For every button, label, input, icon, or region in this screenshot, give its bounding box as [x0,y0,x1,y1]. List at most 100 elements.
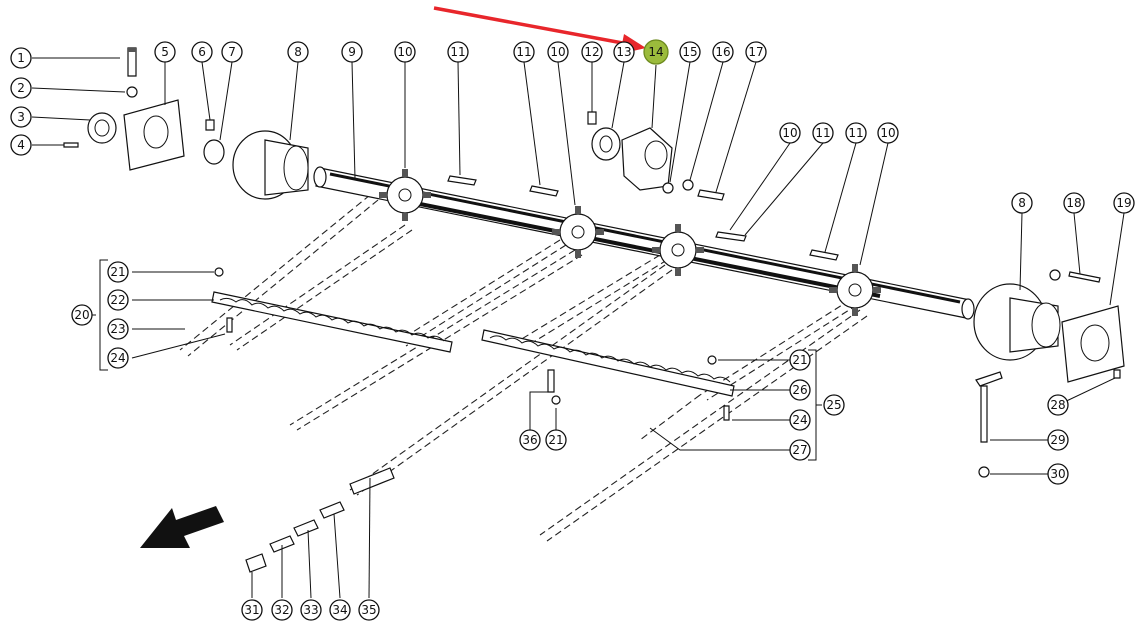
callout-label: 14 [648,45,663,59]
callout-12[interactable]: 12 [581,41,603,63]
callout-18[interactable]: 18 [1063,192,1085,214]
callout-28[interactable]: 28 [1047,394,1069,416]
callout-label: 27 [792,443,807,457]
sprocket-2 [552,206,604,258]
callout-11-d[interactable]: 11 [845,122,867,144]
callout-17[interactable]: 17 [745,41,767,63]
center-rack [481,329,735,421]
callout-label: 11 [450,45,465,59]
callout-34[interactable]: 34 [329,599,351,621]
callout-label: 5 [161,45,169,59]
callout-15[interactable]: 15 [679,41,701,63]
right-parts [973,269,1125,478]
callout-label: 8 [1018,196,1026,210]
callout-33[interactable]: 33 [300,599,322,621]
sprocket-3 [652,224,704,276]
callout-label: 15 [682,45,697,59]
callout-30[interactable]: 30 [1047,463,1069,485]
callout-label: 10 [880,126,895,140]
callout-11-c[interactable]: 11 [812,122,834,144]
callout-label: 11 [848,126,863,140]
callout-label: 10 [782,126,797,140]
callout-label: 11 [815,126,830,140]
callout-22[interactable]: 22 [107,289,129,311]
callout-25[interactable]: 25 [823,394,845,416]
callout-label: 1 [17,51,25,65]
callout-10-b[interactable]: 10 [547,41,569,63]
callout-label: 21 [548,433,563,447]
callout-label: 20 [74,308,89,322]
callout-label: 23 [110,322,125,336]
callout-label: 35 [361,603,376,617]
callout-label: 6 [198,45,206,59]
callout-9[interactable]: 9 [341,41,363,63]
callout-label: 21 [792,353,807,367]
callout-label: 13 [616,45,631,59]
shaft-keys [447,175,839,261]
left-rack [211,267,453,353]
sprocket-4 [829,264,881,316]
callout-2[interactable]: 2 [10,77,32,99]
callout-16[interactable]: 16 [712,41,734,63]
callout-label: 30 [1050,467,1065,481]
callout-11-b[interactable]: 11 [513,41,535,63]
callout-23[interactable]: 23 [107,318,129,340]
callout-35[interactable]: 35 [358,599,380,621]
callout-19[interactable]: 19 [1113,192,1135,214]
callout-label: 33 [303,603,318,617]
callout-29[interactable]: 29 [1047,429,1069,451]
callout-1[interactable]: 1 [10,47,32,69]
callout-24-b[interactable]: 24 [789,409,811,431]
callout-label: 16 [715,45,730,59]
callout-6[interactable]: 6 [191,41,213,63]
callout-36[interactable]: 36 [519,429,541,451]
callout-label: 34 [332,603,347,617]
callout-24-a[interactable]: 24 [107,347,129,369]
callout-label: 24 [792,413,807,427]
callout-32[interactable]: 32 [271,599,293,621]
callout-8-right[interactable]: 8 [1011,192,1033,214]
callout-label: 2 [17,81,25,95]
callout-label: 18 [1066,196,1081,210]
callout-31[interactable]: 31 [241,599,263,621]
sprocket-1 [379,169,431,221]
callout-label: 7 [228,45,236,59]
callout-8-left[interactable]: 8 [287,41,309,63]
callout-10-d[interactable]: 10 [877,122,899,144]
callout-label: 8 [294,45,302,59]
callout-label: 24 [110,351,125,365]
callout-label: 17 [748,45,763,59]
bearing-cluster [587,111,725,201]
callout-label: 36 [522,433,537,447]
direction-arrow [140,506,224,548]
callout-5[interactable]: 5 [154,41,176,63]
callout-label: 11 [516,45,531,59]
callout-label: 21 [110,265,125,279]
callout-3[interactable]: 3 [10,106,32,128]
callout-21-b[interactable]: 21 [789,349,811,371]
callout-label: 4 [17,138,25,152]
callout-20[interactable]: 20 [71,304,93,326]
left-parts [63,47,309,200]
callout-26[interactable]: 26 [789,379,811,401]
callout-27[interactable]: 27 [789,439,811,461]
callout-label: 10 [397,45,412,59]
callout-10-c[interactable]: 10 [779,122,801,144]
callout-11-a[interactable]: 11 [447,41,469,63]
callout-4[interactable]: 4 [10,134,32,156]
callout-label: 3 [17,110,25,124]
callout-label: 12 [584,45,599,59]
callout-21-a[interactable]: 21 [107,261,129,283]
callout-label: 31 [244,603,259,617]
callout-13[interactable]: 13 [613,41,635,63]
bottom-hardware [245,467,395,573]
callout-10-a[interactable]: 10 [394,41,416,63]
callout-14-highlighted[interactable]: 14 [643,39,669,65]
callout-label: 10 [550,45,565,59]
callout-label: 26 [792,383,807,397]
callout-label: 22 [110,293,125,307]
callout-21-c[interactable]: 21 [545,429,567,451]
callout-label: 9 [348,45,356,59]
callout-7[interactable]: 7 [221,41,243,63]
